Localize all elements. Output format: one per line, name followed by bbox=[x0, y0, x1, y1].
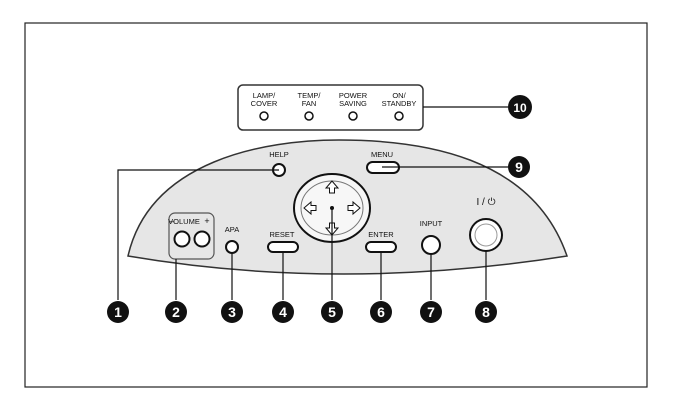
apa-label: APA bbox=[225, 225, 239, 234]
svg-text:7: 7 bbox=[427, 304, 435, 320]
enter-button[interactable] bbox=[365, 241, 397, 253]
indicator-label: POWER bbox=[339, 91, 368, 100]
led-indicator bbox=[259, 111, 269, 121]
indicator-label: TEMP/ bbox=[298, 91, 322, 100]
callout-8: 8 bbox=[475, 301, 497, 323]
volume-label: VOLUME bbox=[168, 217, 200, 226]
help-label: HELP bbox=[269, 150, 289, 159]
indicator-power-saving: POWER SAVING bbox=[339, 91, 368, 121]
indicator-label: STANDBY bbox=[382, 99, 417, 108]
diagram-frame bbox=[24, 22, 648, 388]
svg-text:3: 3 bbox=[228, 304, 236, 320]
callout-4: 4 bbox=[272, 301, 294, 323]
led-indicator bbox=[394, 111, 404, 121]
volume-up-button[interactable] bbox=[193, 230, 211, 248]
volume-plus-label: + bbox=[204, 216, 209, 226]
apa-button[interactable] bbox=[225, 240, 239, 254]
enter-label: ENTER bbox=[368, 230, 394, 239]
svg-text:6: 6 bbox=[377, 304, 385, 320]
indicator-temp-fan: TEMP/ FAN bbox=[298, 91, 322, 121]
leader-line-1 bbox=[117, 169, 279, 300]
arrow-up-icon[interactable] bbox=[324, 180, 340, 194]
arrow-right-icon[interactable] bbox=[347, 200, 361, 216]
svg-text:9: 9 bbox=[515, 159, 523, 175]
led-indicator bbox=[348, 111, 358, 121]
indicator-label: LAMP/ bbox=[253, 91, 276, 100]
callout-5: 5 bbox=[321, 301, 343, 323]
callout-9: 9 bbox=[508, 156, 530, 178]
input-button[interactable] bbox=[421, 235, 441, 255]
callout-1: 1 bbox=[107, 301, 129, 323]
svg-text:8: 8 bbox=[482, 304, 490, 320]
svg-text:1: 1 bbox=[114, 304, 122, 320]
svg-text:10: 10 bbox=[513, 101, 527, 115]
reset-label: RESET bbox=[269, 230, 294, 239]
volume-group-frame bbox=[168, 212, 215, 260]
volume-down-button[interactable] bbox=[173, 230, 191, 248]
svg-text:2: 2 bbox=[172, 304, 180, 320]
indicator-label: COVER bbox=[251, 99, 278, 108]
leader-lines bbox=[117, 106, 508, 300]
indicator-lamp-cover: LAMP/ COVER bbox=[251, 91, 278, 121]
power-button-inner-ring bbox=[474, 223, 498, 247]
callout-2: 2 bbox=[165, 301, 187, 323]
indicator-on-standby: ON/ STANDBY bbox=[382, 91, 417, 121]
callout-6: 6 bbox=[370, 301, 392, 323]
indicator-label: FAN bbox=[302, 99, 317, 108]
reset-button[interactable] bbox=[267, 241, 299, 253]
callout-10: 10 bbox=[508, 95, 532, 119]
arrow-left-icon[interactable] bbox=[303, 200, 317, 216]
led-indicator bbox=[304, 111, 314, 121]
input-label: INPUT bbox=[420, 219, 443, 228]
callout-7: 7 bbox=[420, 301, 442, 323]
svg-text:4: 4 bbox=[279, 304, 287, 320]
volume-minus-label: – bbox=[169, 216, 174, 226]
svg-text:5: 5 bbox=[328, 304, 336, 320]
menu-label: MENU bbox=[371, 150, 393, 159]
callout-3: 3 bbox=[221, 301, 243, 323]
indicator-label: ON/ bbox=[392, 91, 406, 100]
indicator-label: SAVING bbox=[339, 99, 367, 108]
power-label: I / ⏻ bbox=[476, 197, 495, 208]
